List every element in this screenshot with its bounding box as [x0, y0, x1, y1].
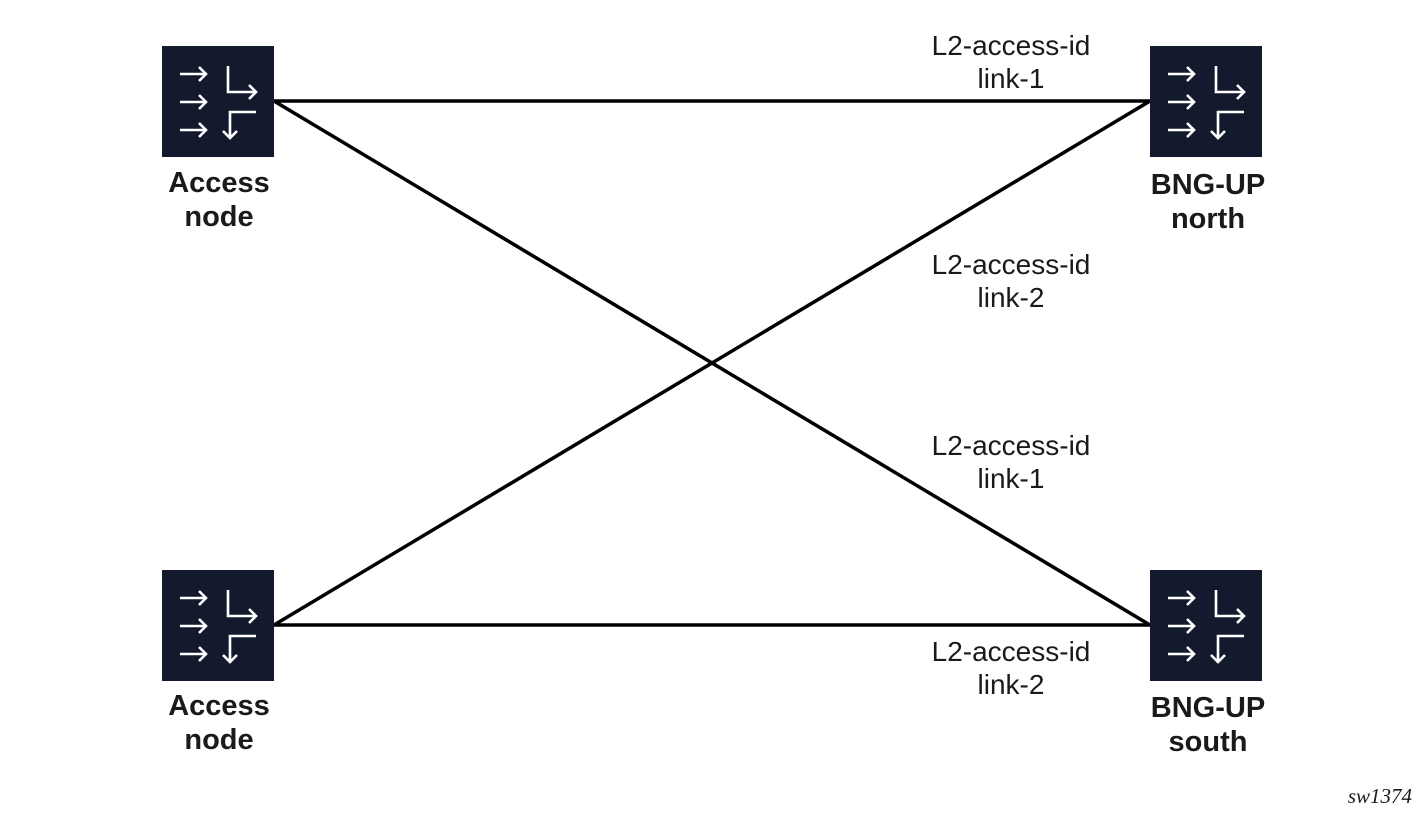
bng-up-north-label-line2: north	[1171, 203, 1245, 235]
link-label-bottom-to-north: L2-access-id link-2	[932, 249, 1091, 313]
link-label-line2: link-2	[978, 282, 1045, 313]
link-label-line1: L2-access-id	[932, 249, 1091, 280]
link-bottom-to-north	[273, 99, 1151, 627]
figure-id: sw1374	[1348, 784, 1413, 808]
router-icon	[1150, 46, 1262, 157]
link-label-bottom-to-south: L2-access-id link-2	[932, 636, 1091, 700]
link-label-top-to-north: L2-access-id link-1	[932, 30, 1091, 94]
bng-up-south-label-line1: BNG-UP	[1151, 692, 1265, 724]
bng-up-north-label-line1: BNG-UP	[1151, 169, 1265, 201]
bng-up-south: BNG-UP south	[1150, 570, 1265, 758]
bng-up-south-label-line2: south	[1169, 726, 1248, 758]
router-icon	[1150, 570, 1262, 681]
link-label-line2: link-2	[978, 669, 1045, 700]
link-label-line2: link-1	[978, 63, 1045, 94]
link-label-line1: L2-access-id	[932, 430, 1091, 461]
bng-up-north: BNG-UP north	[1150, 46, 1265, 235]
link-label-top-to-south: L2-access-id link-1	[932, 430, 1091, 494]
router-icon	[162, 570, 274, 681]
access-node-bottom-label-line2: node	[184, 724, 253, 756]
access-node-top: Access node	[162, 46, 274, 233]
access-node-bottom-label-line1: Access	[168, 690, 270, 722]
link-label-line1: L2-access-id	[932, 636, 1091, 667]
link-label-line2: link-1	[978, 463, 1045, 494]
link-label-line1: L2-access-id	[932, 30, 1091, 61]
access-node-top-label-line1: Access	[168, 167, 270, 199]
access-node-top-label-line2: node	[184, 201, 253, 233]
access-node-bottom: Access node	[162, 570, 274, 756]
router-icon	[162, 46, 274, 157]
